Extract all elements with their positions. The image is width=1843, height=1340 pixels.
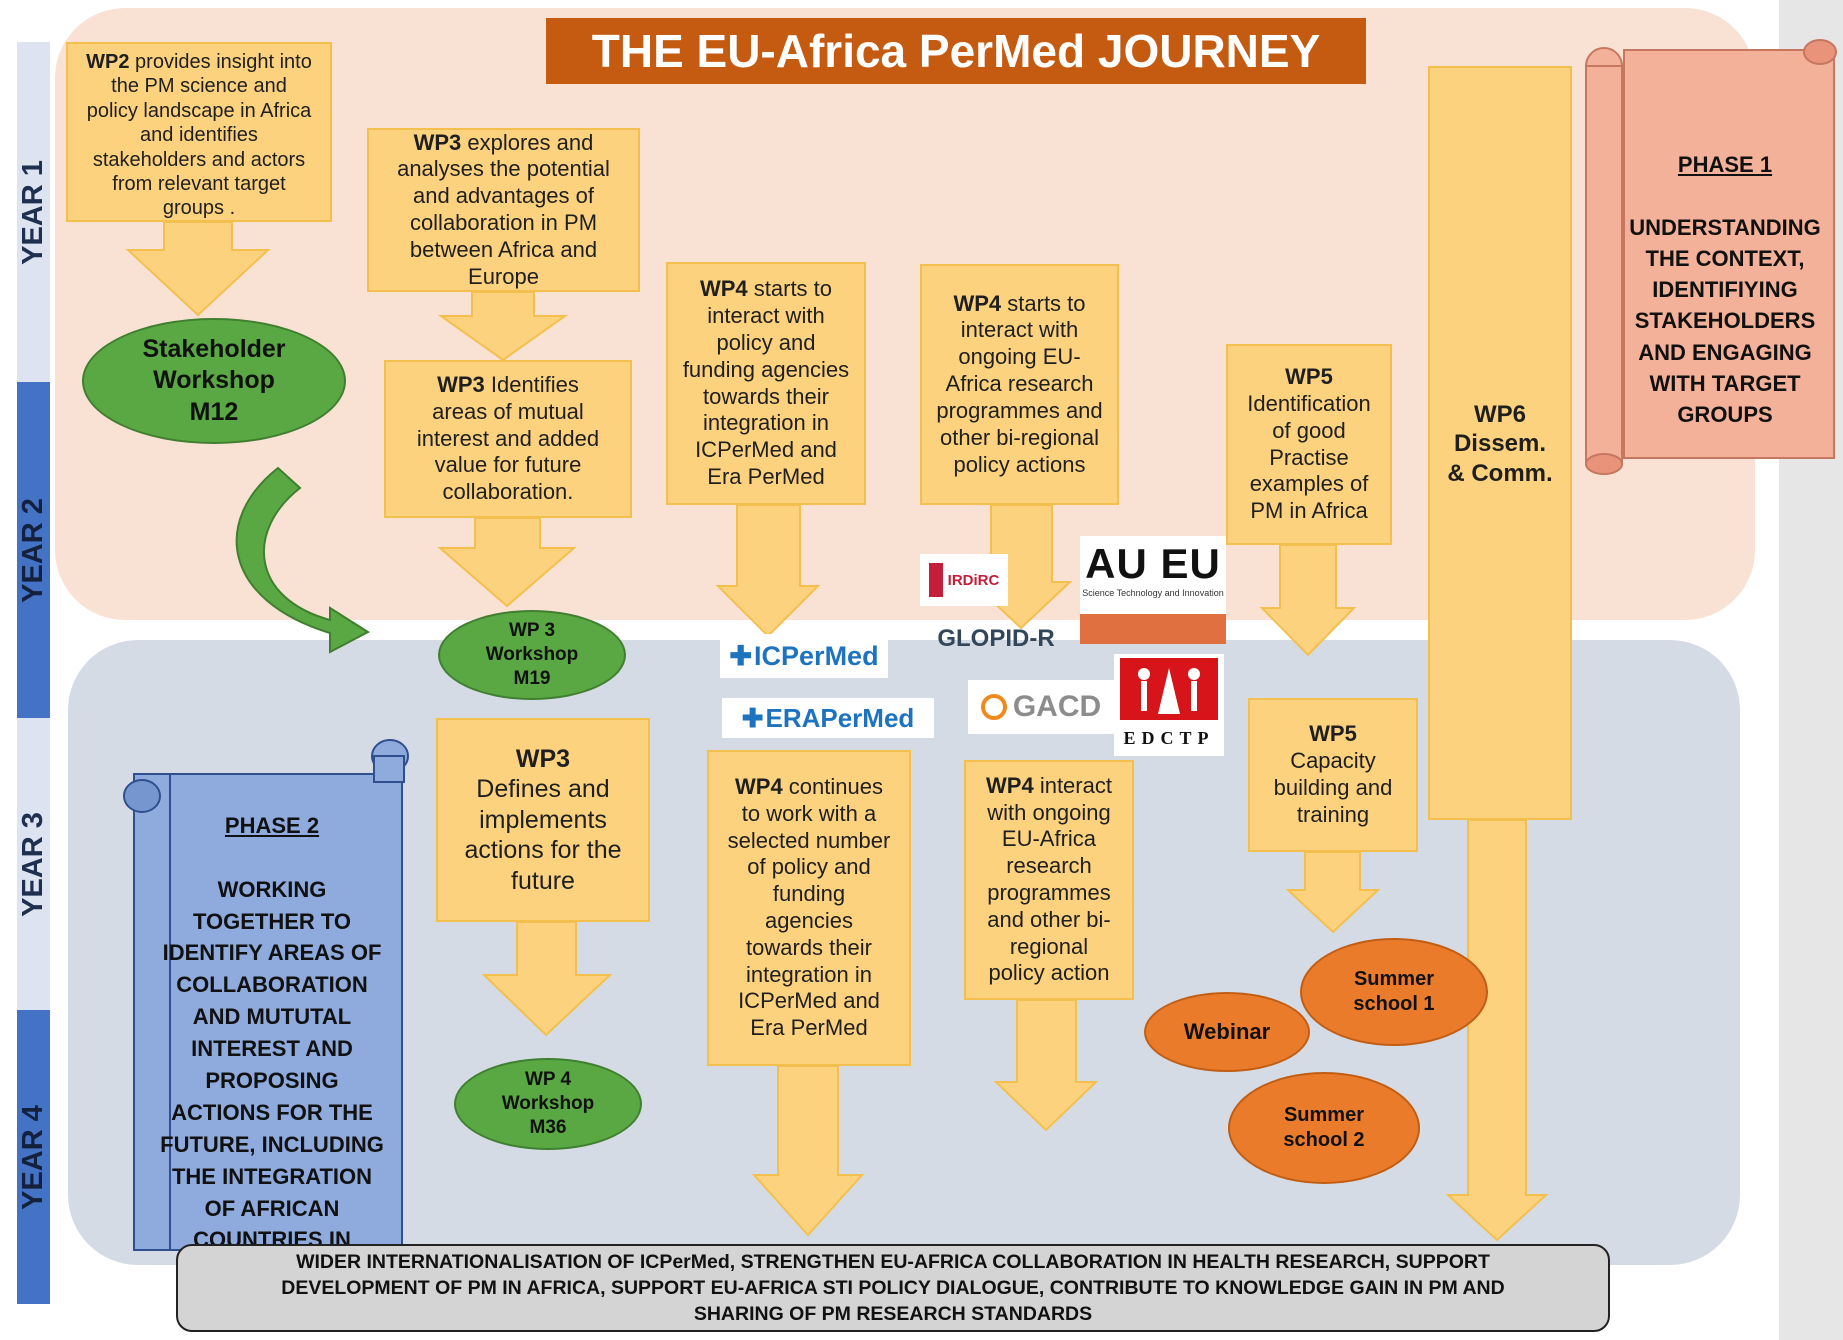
irdirc-mark-icon <box>928 563 943 597</box>
arrow-wp4-policy-down <box>715 504 821 638</box>
edctp-figures-icon <box>1120 658 1218 720</box>
wp3-workshop: WP 3 Workshop M19 <box>438 610 626 700</box>
wp4-continues-box: WP4 continues to work with a selected nu… <box>707 750 911 1066</box>
wp4-interact-label: WP4 <box>986 772 1034 798</box>
page-title-text: THE EU-Africa PerMed JOURNEY <box>591 25 1321 77</box>
wp5-good-label: WP5 <box>1285 364 1333 390</box>
wp2-label: WP2 <box>86 51 130 73</box>
phase1-text-block: PHASE 1 UNDERSTANDING THE CONTEXT, IDENT… <box>1620 118 1830 462</box>
arrow-wp2-down <box>125 221 271 317</box>
aueu-logo-text: AU EU <box>1085 540 1221 587</box>
wp4-continues-text: continues to work with a selected number… <box>727 773 891 1041</box>
phase1-heading: PHASE 1 <box>1677 152 1773 178</box>
arrow-wp5-good-down <box>1259 544 1357 657</box>
erapermed-logo-text: ERAPerMed <box>765 702 915 733</box>
wp5-good-text: Identification of good Practise examples… <box>1247 390 1371 524</box>
arrow-wp3-down-1 <box>437 291 569 362</box>
phase1-body: UNDERSTANDING THE CONTEXT, IDENTIFIYING … <box>1629 214 1821 428</box>
wp5-capacity-label: WP5 <box>1309 721 1357 747</box>
wp5-good-practice-box: WP5 Identification of good Practise exam… <box>1226 344 1392 545</box>
arrow-wp5-capacity-down <box>1285 851 1381 934</box>
irdirc-logo-text: IRDiRC <box>947 571 1000 589</box>
wp4-policy-text: starts to interact with policy and fundi… <box>682 276 850 489</box>
summer-school-1: Summer school 1 <box>1300 938 1488 1046</box>
webinar: Webinar <box>1144 992 1310 1072</box>
footer-text: WIDER INTERNATIONALISATION OF ICPerMed, … <box>281 1250 1505 1326</box>
wp3-explores-label: WP3 <box>413 129 462 155</box>
icpermed-logo: ✚ ICPerMed <box>720 634 888 678</box>
wp3-defines-label: WP3 <box>515 744 571 773</box>
phase2-body: WORKING TOGETHER TO IDENTIFY AREAS OF CO… <box>160 876 384 1285</box>
year-4-label: YEAR 4 <box>17 1010 50 1304</box>
gacd-logo: GACD <box>968 680 1114 734</box>
icpermed-logo-text: ICPerMed <box>754 640 879 671</box>
wp6-text: WP6 Dissem. & Comm. <box>1447 401 1553 487</box>
wp4-interact-box: WP4 interact with ongoing EU-Africa rese… <box>964 760 1134 1000</box>
wp4-interact-text: interact with ongoing EU-Africa research… <box>987 772 1112 986</box>
year-2-label: YEAR 2 <box>17 382 50 718</box>
wp4-research-box: WP4 starts to interact with ongoing EU- … <box>920 264 1119 505</box>
gacd-logo-text: GACD <box>1012 690 1102 723</box>
wp4-policy-label: WP4 <box>699 276 748 302</box>
wp4-research-text: starts to interact with ongoing EU- Afri… <box>936 290 1103 477</box>
wp3-explores-text: explores and analyses the potential and … <box>397 129 610 289</box>
wp2-box: WP2 provides insight into the PM science… <box>66 42 332 222</box>
wp5-capacity-text: Capacity building and training <box>1273 748 1393 827</box>
wp3-identifies-text: Identifies areas of mutual interest and … <box>416 371 600 505</box>
phase2-text-block: PHASE 2 WORKING TOGETHER TO IDENTIFY ARE… <box>150 778 394 1320</box>
year-3-label: YEAR 3 <box>17 718 50 1010</box>
stakeholder-workshop: Stakeholder Workshop M12 <box>82 318 346 444</box>
wp5-capacity-box: WP5 Capacity building and training <box>1248 698 1418 852</box>
summer-school-2: Summer school 2 <box>1228 1072 1420 1184</box>
erapermed-logo: ✚ ERAPerMed <box>722 698 934 738</box>
aueu-footer-band <box>1080 614 1226 644</box>
phase1-scroll <box>1585 39 1837 475</box>
wp3-defines-text: Defines and implements actions for the f… <box>464 775 622 895</box>
arrow-wp4-continues-down <box>751 1065 865 1237</box>
wp3-identifies-label: WP3 <box>437 371 485 397</box>
wp2-text: provides insight into the PM science and… <box>86 51 312 220</box>
glopidr-logo: GLOPID-R <box>920 618 1072 660</box>
arrow-wp4-interact-down <box>993 999 1099 1132</box>
icpermed-cross-icon: ✚ <box>729 640 753 671</box>
wp6-box: WP6 Dissem. & Comm. <box>1428 66 1572 820</box>
erapermed-cross-icon: ✚ <box>741 702 764 733</box>
aueu-logo: AU EU Science Technology and Innovation <box>1080 536 1226 644</box>
phase2-heading: PHASE 2 <box>224 812 320 838</box>
aueu-logo-subtitle: Science Technology and Innovation <box>1082 588 1224 598</box>
wp3-explores-box: WP3 explores and analyses the potential … <box>367 128 640 292</box>
arrow-wp3-defines-down <box>481 921 613 1037</box>
glopidr-logo-text: GLOPID-R <box>937 625 1055 652</box>
footer-outcomes: WIDER INTERNATIONALISATION OF ICPerMed, … <box>176 1244 1610 1332</box>
phase2-scroll <box>123 739 409 1251</box>
wp4-research-label: WP4 <box>953 290 1002 316</box>
arrow-wp6-down <box>1445 819 1549 1242</box>
wp4-policy-box: WP4 starts to interact with policy and f… <box>666 262 866 505</box>
edctp-logo: EDCTP <box>1114 654 1224 756</box>
wp3-defines-box: WP3 Defines and implements actions for t… <box>436 718 650 922</box>
wp3-identifies-box: WP3 Identifies areas of mutual interest … <box>384 360 632 518</box>
page-title: THE EU-Africa PerMed JOURNEY <box>546 18 1366 84</box>
irdirc-logo: IRDiRC <box>920 554 1008 606</box>
gacd-circle-icon <box>980 694 1007 720</box>
edctp-logo-text: EDCTP <box>1123 728 1215 748</box>
wp4-continues-label: WP4 <box>735 773 783 799</box>
year-1-label: YEAR 1 <box>17 42 50 382</box>
arrow-wp3-down-2 <box>437 517 577 608</box>
wp4-workshop: WP 4 Workshop M36 <box>454 1058 642 1150</box>
curved-green-arrow <box>235 466 370 654</box>
